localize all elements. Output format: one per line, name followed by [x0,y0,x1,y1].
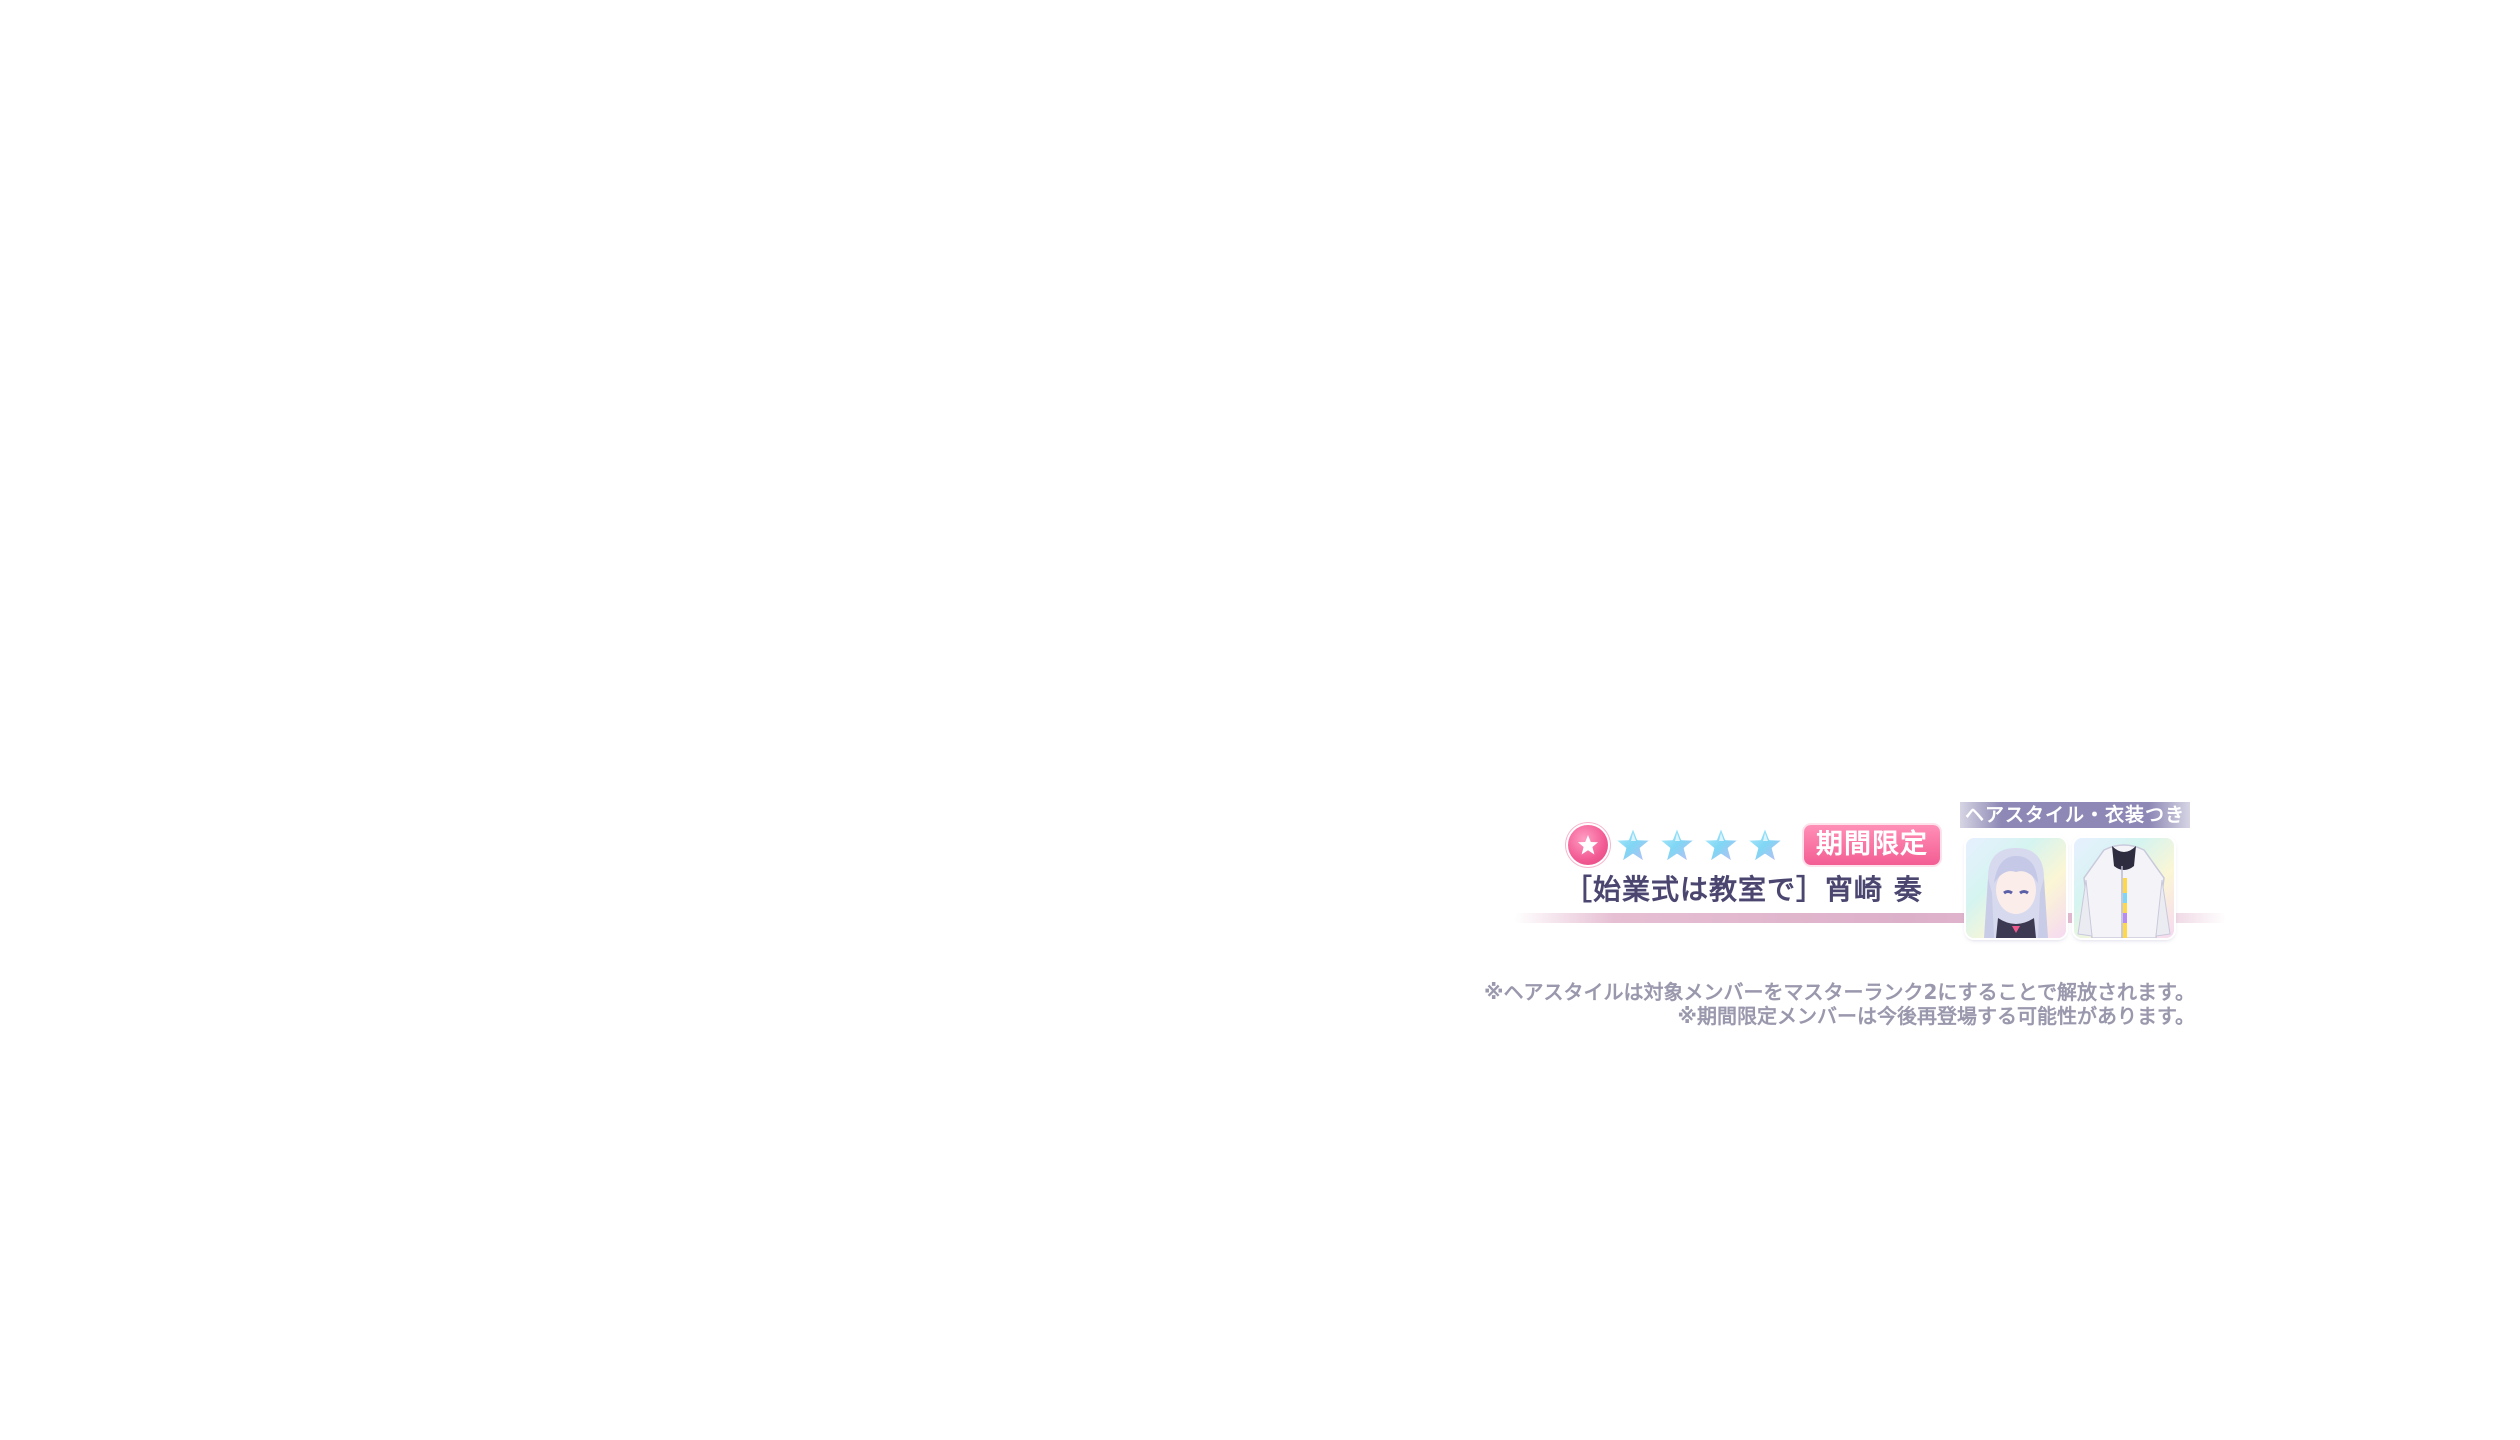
costume-thumbnail[interactable] [2074,838,2174,938]
card-info-banner: 期間限定 ［始業式は教室で］宵崎 奏 ヘアスタイル・衣装つき [1500,800,2240,950]
birthday-star-badge-icon [1568,825,1608,865]
rarity-stars [1568,824,1786,865]
card-title: ［始業式は教室で］宵崎 奏 [1564,873,1923,906]
star-icon [1578,835,1598,855]
banner-underline [1514,913,2226,923]
note-hairstyle: ※ヘアスタイルは対象メンバーをマスターランク2にすることで解放されます。 [1484,980,2195,1004]
rarity-star-icon [1612,824,1654,865]
bonus-items-label: ヘアスタイル・衣装つき [1960,802,2190,828]
rarity-star-icon [1744,824,1786,865]
hairstyle-thumbnail[interactable] [1966,838,2066,938]
limited-time-badge: 期間限定 [1804,825,1940,865]
rarity-star-icon [1656,824,1698,865]
hairstyle-portrait-icon [1984,848,2048,938]
notes: ※ヘアスタイルは対象メンバーをマスターランク2にすることで解放されます。 ※期間… [1484,980,2195,1028]
rarity-star-icon [1700,824,1742,865]
note-limited: ※期間限定メンバーは今後再登場する可能性があります。 [1677,1004,2195,1028]
costume-icon [2077,844,2171,938]
bonus-items: ヘアスタイル・衣装つき [1960,800,2190,940]
